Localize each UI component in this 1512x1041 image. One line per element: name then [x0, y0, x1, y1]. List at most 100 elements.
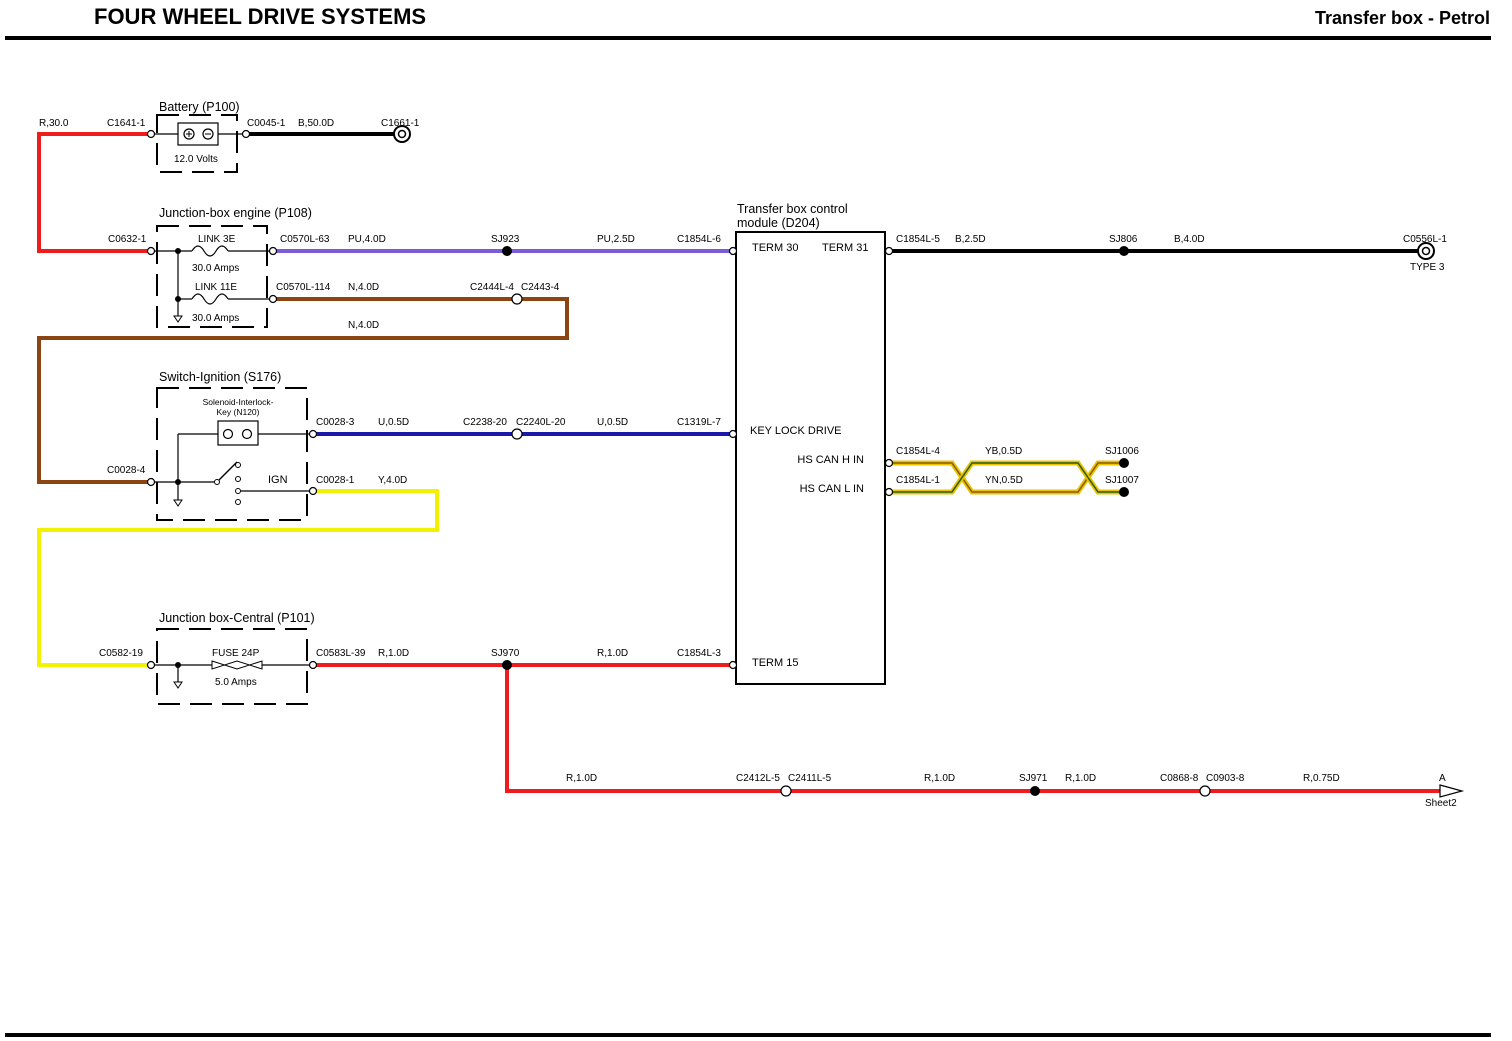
jb-engine-box: [156, 225, 268, 328]
label-c0028-4: C0028-4: [107, 465, 146, 476]
solenoid-label-2: Key (N120): [217, 407, 260, 417]
battery-rating: 12.0 Volts: [174, 154, 218, 165]
label-sj806: SJ806: [1109, 234, 1138, 245]
ground-icon: [173, 315, 183, 323]
label-c2411: C2411L-5: [788, 773, 832, 784]
header-rule: [5, 36, 1491, 40]
label-c2412: C2412L-5: [736, 773, 780, 784]
wire-can-h-core: [889, 462, 1124, 493]
link-3e-label: LINK 3E: [198, 234, 236, 245]
label-r075: R,0.75D: [1303, 773, 1340, 784]
label-c0583: C0583L-39: [316, 648, 366, 659]
label-y40: Y,4.0D: [378, 475, 407, 486]
label-c0028-1: C0028-1: [316, 475, 355, 486]
sheet2-arrow-icon[interactable]: [1439, 784, 1465, 798]
ign-label: IGN: [268, 474, 288, 486]
link-11e-rating: 30.0 Amps: [192, 313, 239, 324]
fuse-24p-rating: 5.0 Amps: [215, 677, 257, 688]
label-n40a: N,4.0D: [348, 282, 379, 293]
label-c1854-4: C1854L-4: [896, 446, 940, 457]
jb-central-name: Junction box-Central (P101): [159, 611, 315, 625]
label-c0903: C0903-8: [1206, 773, 1245, 784]
label-c2444: C2444L-4: [470, 282, 514, 293]
ignition-name: Switch-Ignition (S176): [159, 370, 281, 384]
label-c1661: C1661-1: [381, 118, 420, 129]
fuse-24p-label: FUSE 24P: [212, 648, 260, 659]
label-sj970: SJ970: [491, 648, 520, 659]
label-b40: B,4.0D: [1174, 234, 1205, 245]
splice-joints: [502, 246, 1129, 796]
ignition-switch-icon: [218, 461, 238, 481]
label-c1854-3: C1854L-3: [677, 648, 721, 659]
label-yn05: YN,0.5D: [985, 475, 1023, 486]
label-c0556: C0556L-1: [1403, 234, 1447, 245]
label-c0582: C0582-19: [99, 648, 143, 659]
wire-labels: R,30.0 C1641-1 C0045-1 B,50.0D C1661-1 C…: [39, 118, 1457, 809]
label-c2238: C2238-20: [463, 417, 507, 428]
link-3e-rating: 30.0 Amps: [192, 263, 239, 274]
tcm-name-1: Transfer box control: [737, 202, 848, 216]
label-c1641: C1641-1: [107, 118, 146, 129]
solenoid-label-1: Solenoid-Interlock-: [203, 397, 274, 407]
tcm-keylock: KEY LOCK DRIVE: [750, 425, 842, 437]
label-c1854-1: C1854L-1: [896, 475, 940, 486]
tcm-can-h: HS CAN H IN: [797, 454, 864, 466]
label-c1854-5: C1854L-5: [896, 234, 940, 245]
label-type3: TYPE 3: [1410, 262, 1445, 273]
label-sheet2: Sheet2: [1425, 798, 1457, 809]
connector-pins: [146, 129, 1211, 797]
label-r10e: R,1.0D: [1065, 773, 1096, 784]
central-ground-icon: [173, 681, 183, 689]
label-r10b: R,1.0D: [597, 648, 628, 659]
label-c0632: C0632-1: [108, 234, 147, 245]
label-b25: B,2.5D: [955, 234, 986, 245]
label-c0045: C0045-1: [247, 118, 286, 129]
label-r10d: R,1.0D: [924, 773, 955, 784]
label-sj923: SJ923: [491, 234, 520, 245]
tcm-box: [735, 231, 886, 685]
fuse-24p-icon: [211, 660, 263, 670]
battery-name: Battery (P100): [159, 100, 240, 114]
label-c0570-114: C0570L-114: [276, 282, 331, 293]
label-c1319: C1319L-7: [677, 417, 721, 428]
tcm-name-2: module (D204): [737, 216, 820, 230]
label-c0028-3: C0028-3: [316, 417, 355, 428]
tcm-term30: TERM 30: [752, 242, 798, 254]
link-11e-label: LINK 11E: [195, 282, 237, 293]
label-sj1007: SJ1007: [1105, 475, 1139, 486]
wire-red-branch: [505, 665, 781, 793]
label-sj1006: SJ1006: [1105, 446, 1139, 457]
link-3e-icon: [191, 245, 229, 257]
link-11e-icon: [191, 293, 229, 305]
label-c1854-6: C1854L-6: [677, 234, 721, 245]
wire-can-l-core: [889, 462, 1124, 493]
label-sj971: SJ971: [1019, 773, 1048, 784]
label-c0868: C0868-8: [1160, 773, 1199, 784]
label-yb05: YB,0.5D: [985, 446, 1022, 457]
jb-engine-name: Junction-box engine (P108): [159, 206, 312, 220]
label-arrow-a: A: [1439, 773, 1446, 784]
label-u05a: U,0.5D: [378, 417, 409, 428]
tcm-can-l: HS CAN L IN: [800, 483, 864, 495]
tcm-term15: TERM 15: [752, 657, 798, 669]
ignition-ground-icon: [173, 499, 183, 507]
page-title: FOUR WHEEL DRIVE SYSTEMS: [94, 4, 426, 29]
label-c0570-63: C0570L-63: [280, 234, 330, 245]
jb-central-box: [156, 628, 308, 705]
label-b50: B,50.0D: [298, 118, 334, 129]
label-n40b: N,4.0D: [348, 320, 379, 331]
footer-rule: [5, 1033, 1491, 1037]
label-pu25: PU,2.5D: [597, 234, 635, 245]
battery-box: [156, 114, 238, 173]
wire-brown-loop: [37, 297, 569, 484]
label-pu40: PU,4.0D: [348, 234, 386, 245]
page-subtitle: Transfer box - Petrol: [1315, 8, 1490, 28]
label-r10c: R,1.0D: [566, 773, 597, 784]
label-c2240: C2240L-20: [516, 417, 566, 428]
label-r10a: R,1.0D: [378, 648, 409, 659]
tcm-term31: TERM 31: [822, 242, 868, 254]
label-u05b: U,0.5D: [597, 417, 628, 428]
ignition-box: [156, 387, 308, 521]
wire-yellow-ign: [37, 489, 439, 667]
